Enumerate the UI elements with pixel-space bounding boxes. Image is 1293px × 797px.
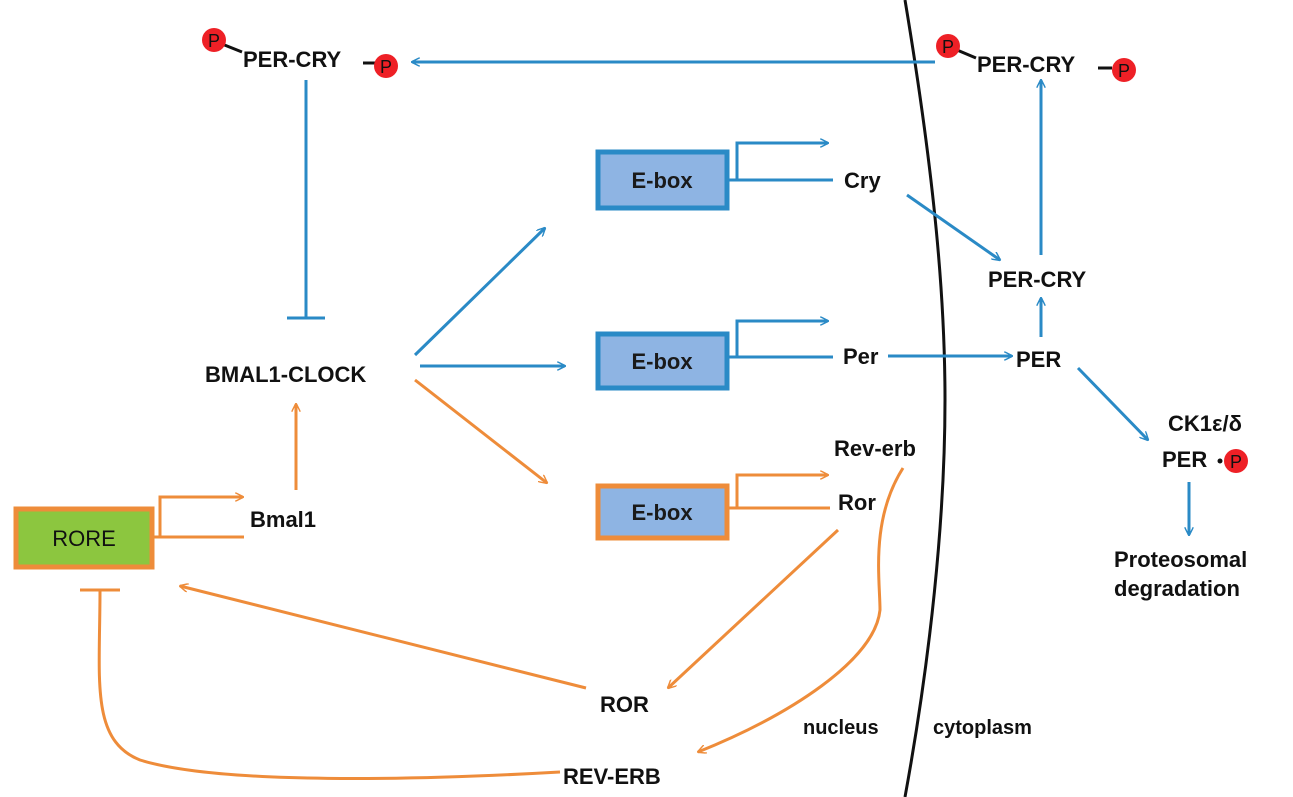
ebox-cry-box xyxy=(595,149,730,211)
label-cry-gene: Cry xyxy=(844,168,881,193)
label-per-protein: PER xyxy=(1016,347,1061,372)
label-rev-erb-protein: REV-ERB xyxy=(563,764,661,789)
label-degradation: degradation xyxy=(1114,576,1240,601)
phospho-link-nuc-left xyxy=(221,42,243,54)
arrow-bmal1clock-to-ebox-rev xyxy=(414,378,547,483)
label-per-cry-complex: PER-CRY xyxy=(988,267,1087,292)
phospho-circle-per xyxy=(1224,449,1248,473)
arrow-per-to-per-p xyxy=(1076,366,1148,440)
label-rore: RORE xyxy=(52,526,116,551)
rore-box xyxy=(13,506,155,570)
label-per-p: PER xyxy=(1162,447,1207,472)
label-ck1: CK1ε/δ xyxy=(1168,411,1242,436)
arrow-ror-gene-to-ror xyxy=(668,528,840,688)
label-rev-erb-gene: Rev-erb xyxy=(834,436,916,461)
promoter-bmal1 xyxy=(152,497,244,539)
phospho-circle-nuc-left xyxy=(202,28,226,52)
arrow-cry-to-per-cry xyxy=(906,193,1000,260)
label-per-cry-nucleus: PER-CRY xyxy=(243,47,342,72)
phospho-label-nuc-left: P xyxy=(208,31,220,51)
phospho-dot-per xyxy=(1217,458,1223,464)
ebox-per-box xyxy=(595,331,730,391)
arrow-ror-to-rore xyxy=(180,586,587,690)
phospho-circle-cyt-right xyxy=(1112,58,1136,82)
inhibition-rev-erb-to-rore xyxy=(97,589,561,781)
ebox-rev-box xyxy=(595,483,730,541)
label-per-gene: Per xyxy=(843,344,879,369)
label-proteosomal: Proteosomal xyxy=(1114,547,1247,572)
phospho-label-nuc-right: P xyxy=(380,57,392,77)
arrow-bmal1clock-to-ebox-cry xyxy=(413,228,545,357)
label-bmal1-gene: Bmal1 xyxy=(250,507,316,532)
label-bmal1-clock: BMAL1-CLOCK xyxy=(205,362,366,387)
label-ror-gene: Ror xyxy=(838,490,876,515)
nuclear-membrane xyxy=(903,0,947,797)
label-per-cry-cytoplasm: PER-CRY xyxy=(977,52,1076,77)
phospho-circle-nuc-right xyxy=(374,54,398,78)
phospho-link-cyt-left xyxy=(956,48,977,60)
promoter-cry xyxy=(727,143,833,182)
phospho-circle-cyt-left xyxy=(936,34,960,58)
label-ror-protein: ROR xyxy=(600,692,649,717)
phospho-label-per: P xyxy=(1230,452,1242,472)
label-ebox-cry: E-box xyxy=(631,168,693,193)
label-ebox-per: E-box xyxy=(631,349,693,374)
phospho-label-cyt-left: P xyxy=(942,37,954,57)
label-nucleus: nucleus xyxy=(803,717,879,739)
label-ebox-rev: E-box xyxy=(631,500,693,525)
promoter-rev-ror xyxy=(727,475,830,510)
phospho-label-cyt-right: P xyxy=(1118,61,1130,81)
promoter-per xyxy=(727,321,833,359)
arrow-rev-erb-gene-to-protein xyxy=(698,467,905,752)
label-cytoplasm: cytoplasm xyxy=(933,717,1032,739)
